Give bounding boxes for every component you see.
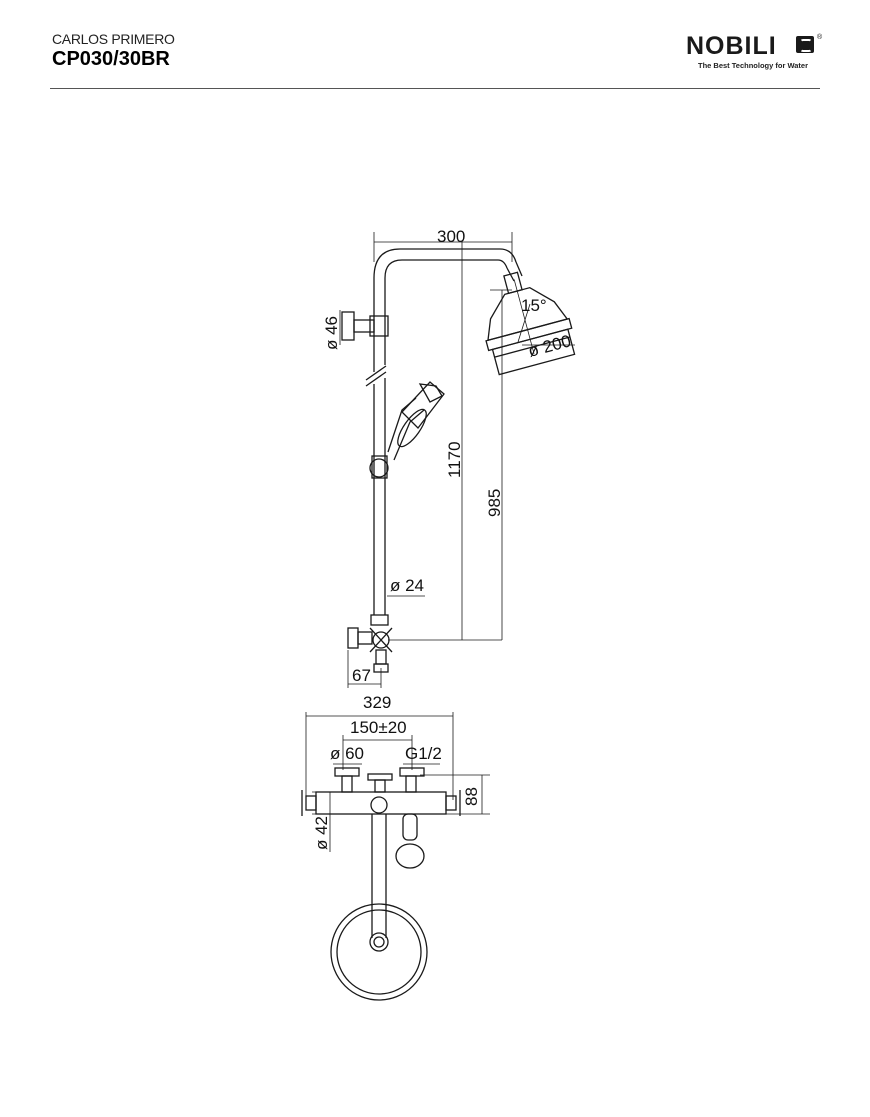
header-divider <box>50 88 820 89</box>
left-flange <box>334 767 360 777</box>
dim-head-angle: 15° <box>521 296 547 315</box>
dim-mixer-projection: 67 <box>352 666 371 685</box>
dim-flange-diameter: ø 60 <box>330 744 364 763</box>
dim-riser-diameter: ø 24 <box>390 576 424 595</box>
brand-name: NOBILI <box>686 32 777 60</box>
mixer-body <box>347 614 393 673</box>
slider-knob <box>369 458 389 478</box>
riser-pipe <box>365 278 387 615</box>
slider-body <box>371 455 388 479</box>
shower-head <box>485 271 576 376</box>
product-code: CP030/30BR <box>52 48 170 70</box>
brand-tagline: The Best Technology for Water <box>698 61 809 70</box>
product-series: CARLOS PRIMERO <box>52 31 175 47</box>
brand-s-icon <box>796 36 814 53</box>
top-view: 329 150±20 ø 60 G1/2 88 ø 42 <box>301 693 490 1001</box>
hand-shower <box>387 381 445 461</box>
dimension-lines <box>339 232 575 688</box>
dim-outlet-height: 985 <box>485 489 504 517</box>
dim-overall-width: 329 <box>363 693 391 712</box>
dim-centers: 150±20 <box>350 718 407 737</box>
top-dimension-lines <box>305 712 490 852</box>
brand-logo: NOBILI ® The Best Technology for Water <box>680 30 825 75</box>
dim-arm-width: 300 <box>437 227 465 246</box>
dim-body-diameter: ø 42 <box>312 816 331 850</box>
hand-shower-top <box>395 813 425 869</box>
shower-arm <box>373 248 523 282</box>
shower-head-top <box>330 903 428 1001</box>
mixer-bar <box>315 791 447 815</box>
dim-total-height: 1170 <box>445 441 464 478</box>
brand-registered-mark: ® <box>817 34 823 41</box>
dim-bracket-diameter: ø 46 <box>322 316 341 350</box>
wall-bracket <box>341 311 389 341</box>
dim-body-height: 88 <box>462 787 481 806</box>
top-handle <box>367 773 393 781</box>
dim-thread: G1/2 <box>405 744 442 763</box>
right-handle <box>445 790 461 816</box>
left-handle <box>301 790 317 816</box>
side-view: 300 ø 46 15° ø 200 1170 985 ø 24 67 <box>322 227 576 688</box>
